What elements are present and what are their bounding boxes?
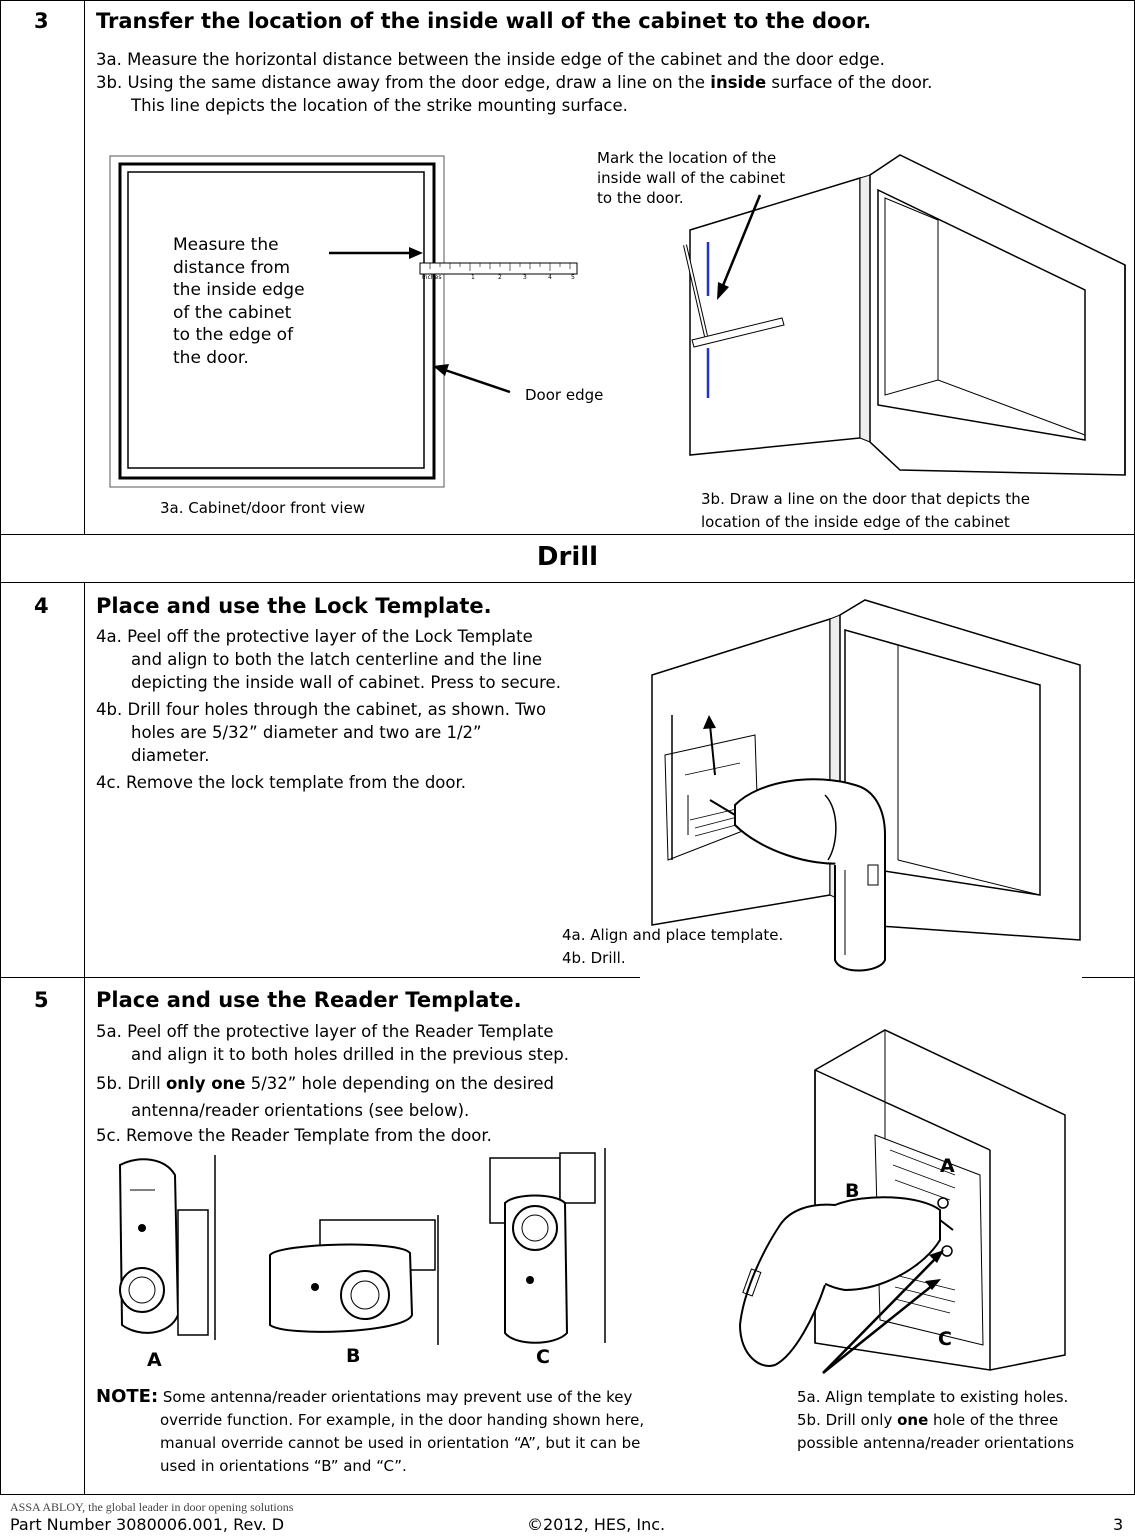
orientation-label-b: B — [346, 1345, 361, 1367]
col-divider-row3 — [84, 0, 85, 534]
copyright: ©2012, HES, Inc. — [527, 1515, 666, 1534]
instruction-3b: 3b. Using the same distance away from th… — [96, 73, 933, 92]
col-divider-row45 — [84, 582, 85, 1494]
note-label: NOTE: — [96, 1386, 159, 1407]
orientation-label-c: C — [536, 1346, 550, 1368]
step-instructions: 3a. Measure the horizontal distance betw… — [96, 48, 1126, 117]
ruler-tick-label: 5 — [571, 274, 575, 281]
lock-template-drill-diagram — [651, 599, 1081, 972]
step-title: Place and use the Lock Template. — [96, 594, 492, 618]
cabinet-front-view-diagram: Inches 1 2 3 4 5 — [109, 155, 578, 488]
instruction-3b-continued: This line depicts the location of the st… — [131, 96, 628, 115]
drill-label-a: A — [940, 1155, 955, 1177]
ruler-label: Inches — [422, 274, 442, 281]
instruction-5a: 5a. Peel off the protective layer of the… — [96, 1022, 554, 1041]
caption-3a: 3a. Cabinet/door front view — [160, 499, 366, 517]
instruction-5b: 5b. Drill only one 5/32” hole depending … — [96, 1074, 555, 1093]
row3-bottom-border — [0, 534, 1135, 535]
drill-label-b: B — [845, 1180, 860, 1202]
table-left-border — [0, 0, 1, 1495]
ruler-tick-label: 2 — [498, 274, 502, 281]
reader-orientation-b-image — [269, 1215, 439, 1345]
row4-bottom-border-right — [1082, 977, 1135, 978]
reader-orientation-c-image — [489, 1148, 606, 1344]
ruler-tick-label: 4 — [548, 274, 552, 281]
reader-template-drill-diagram — [738, 1029, 1066, 1374]
ruler-tick-label: 3 — [523, 274, 527, 281]
reader-orientation-a-image — [118, 1155, 216, 1340]
callout-mark-location: Mark the location of the inside wall of … — [597, 149, 786, 207]
step-instructions: 4a. Peel off the protective layer of the… — [96, 625, 636, 794]
ruler-tick-label: 1 — [471, 274, 475, 281]
caption-3b: 3b. Draw a line on the door that depicts… — [701, 490, 1030, 531]
part-number: Part Number 3080006.001, Rev. D — [10, 1515, 285, 1534]
step-instructions: 5a. Peel off the protective layer of the… — [96, 1020, 656, 1147]
step-number: 4 — [34, 594, 49, 618]
table-bottom-border — [0, 1494, 1135, 1495]
table-top-border — [0, 0, 1135, 1]
instruction-3a: 3a. Measure the horizontal distance betw… — [96, 50, 885, 69]
page-number: 3 — [1113, 1515, 1124, 1534]
row4-bottom-border-left — [0, 977, 640, 978]
orientation-label-a: A — [147, 1349, 162, 1371]
instruction-4b: 4b. Drill four holes through the cabinet… — [96, 700, 547, 719]
callout-door-edge: Door edge — [525, 386, 604, 404]
note-block: NOTE: Some antenna/reader orientations m… — [96, 1386, 645, 1475]
caption-step4: 4a. Align and place template. 4b. Drill. — [562, 926, 784, 967]
cabinet-perspective-diagram — [683, 154, 1126, 476]
step-title: Transfer the location of the inside wall… — [96, 9, 872, 33]
step-number: 5 — [34, 988, 49, 1012]
caption-step5: 5a. Align template to existing holes. 5b… — [797, 1388, 1075, 1452]
section-heading-drill: Drill — [536, 542, 599, 572]
instruction-4c: 4c. Remove the lock template from the do… — [96, 773, 467, 792]
step-number: 3 — [34, 9, 49, 33]
drill-label-c: C — [938, 1328, 952, 1350]
instruction-5c: 5c. Remove the Reader Template from the … — [96, 1126, 492, 1145]
brand-tagline: ASSA ABLOY, the global leader in door op… — [10, 1500, 294, 1514]
step-title: Place and use the Reader Template. — [96, 988, 522, 1012]
instruction-4a: 4a. Peel off the protective layer of the… — [96, 627, 533, 646]
drill-bottom-border — [0, 582, 1135, 583]
